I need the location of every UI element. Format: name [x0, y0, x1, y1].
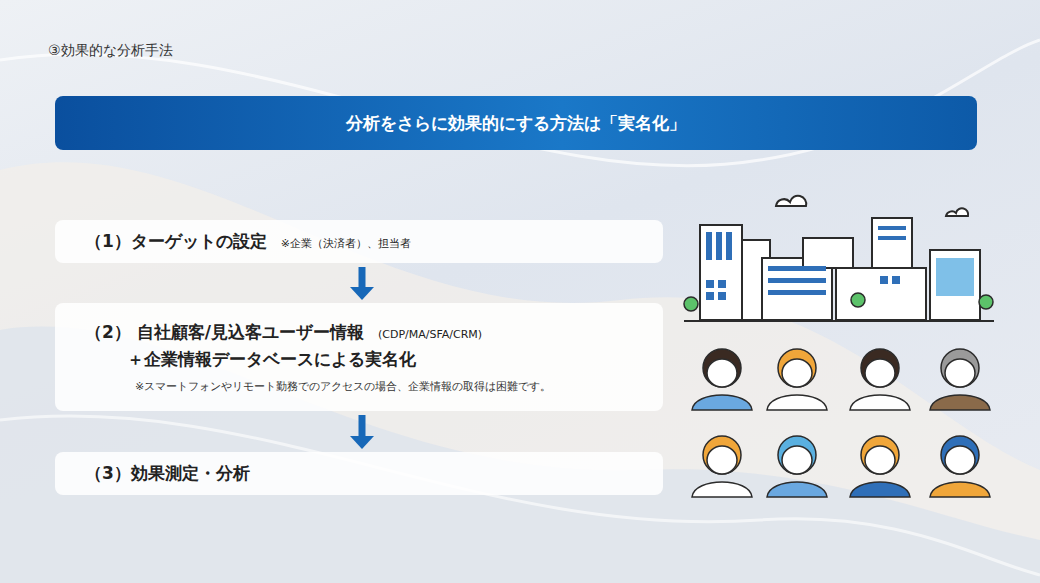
banner-text: 分析をさらに効果的にする方法は「実名化」: [346, 112, 686, 135]
text-line: （1）ターゲットの設定 ※企業（決済者）、担当者: [85, 230, 633, 253]
step-heading: （3）効果測定・分析: [85, 463, 250, 483]
step-heading: （2） 自社顧客/見込客ユーザー情報: [85, 322, 364, 342]
step-heading: （1）ターゲットの設定: [85, 231, 267, 251]
step-box: （2） 自社顧客/見込客ユーザー情報 (CDP/MA/SFA/CRM) ＋企業情報デ…: [55, 303, 663, 411]
note-text: ※スマートフォンやリモート勤務でのアクセスの場合、企業情報の取得は困難です。: [135, 380, 551, 393]
text-line: ＋企業情報データベースによる実名化: [127, 348, 633, 371]
system-list: (CDP/MA/SFA/CRM): [378, 328, 482, 341]
flow-arrow: [350, 267, 374, 300]
step-heading: ＋企業情報データベースによる実名化: [127, 349, 416, 369]
headline-banner: 分析をさらに効果的にする方法は「実名化」: [55, 96, 977, 150]
footnote: ※スマートフォンやリモート勤務でのアクセスの場合、企業情報の取得は困難です。: [135, 379, 633, 394]
text-line: （2） 自社顧客/見込客ユーザー情報 (CDP/MA/SFA/CRM): [85, 321, 633, 344]
flow-arrow: [350, 415, 374, 449]
step-box: （3）効果測定・分析: [55, 452, 663, 495]
text-line: （3）効果測定・分析: [85, 462, 633, 485]
note-text: ※企業（決済者）、担当者: [281, 237, 411, 250]
step-box: （1）ターゲットの設定 ※企業（決済者）、担当者: [55, 220, 663, 263]
page-title: ③効果的な分析手法: [48, 42, 173, 60]
